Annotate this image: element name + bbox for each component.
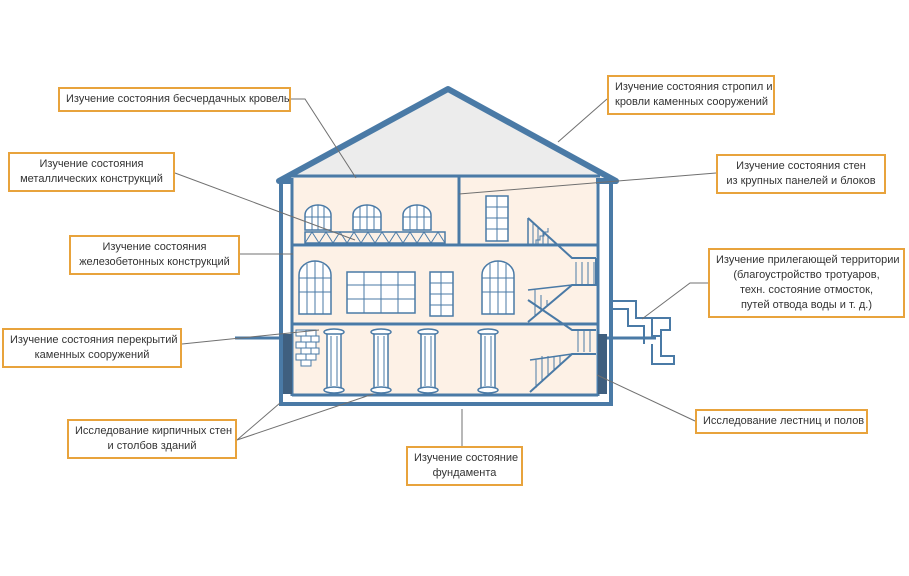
staircase bbox=[527, 217, 597, 393]
leader-lines bbox=[174, 98, 717, 446]
callout-panel-walls: Изучение состояния стен из крупных панел… bbox=[716, 154, 886, 194]
column-2 bbox=[370, 328, 392, 394]
upper-door bbox=[485, 195, 509, 242]
callout-roof-ceilingless: Изучение состояния бесчердачных кровель bbox=[58, 87, 291, 112]
callout-stairs-floors: Исследование лестниц и полов bbox=[695, 409, 868, 434]
basement-wall-right bbox=[598, 334, 607, 394]
callout-reinforced-concrete: Изучение состояния железобетонных констр… bbox=[69, 235, 240, 275]
column-4 bbox=[477, 328, 499, 394]
callout-brick-walls: Исследование кирпичных стен и столбов зд… bbox=[67, 419, 237, 459]
middle-window-left bbox=[298, 260, 332, 315]
callout-stone-floors: Изучение состояния перекрытий каменных с… bbox=[2, 328, 182, 368]
attic-window-3 bbox=[402, 204, 432, 231]
callout-adjacent-territory: Изучение прилегающей территории (благоус… bbox=[708, 248, 905, 318]
drainage-pipe bbox=[611, 300, 675, 365]
callout-rafters: Изучение состояния стропил и кровли каме… bbox=[607, 75, 775, 115]
attic-window-2 bbox=[352, 204, 382, 231]
middle-door bbox=[429, 271, 454, 317]
brick-pillar bbox=[295, 329, 320, 367]
middle-window-wide bbox=[346, 271, 416, 314]
callout-foundation: Изучение состояние фундамента bbox=[406, 446, 523, 486]
column-3 bbox=[417, 328, 439, 394]
column-1 bbox=[323, 328, 345, 394]
middle-window-right bbox=[481, 260, 515, 315]
basement-wall-left bbox=[283, 334, 292, 394]
truss-zigzag bbox=[304, 231, 446, 244]
ground-floor bbox=[292, 326, 596, 394]
callout-metal-structures: Изучение состояния металлических констру… bbox=[8, 152, 175, 192]
